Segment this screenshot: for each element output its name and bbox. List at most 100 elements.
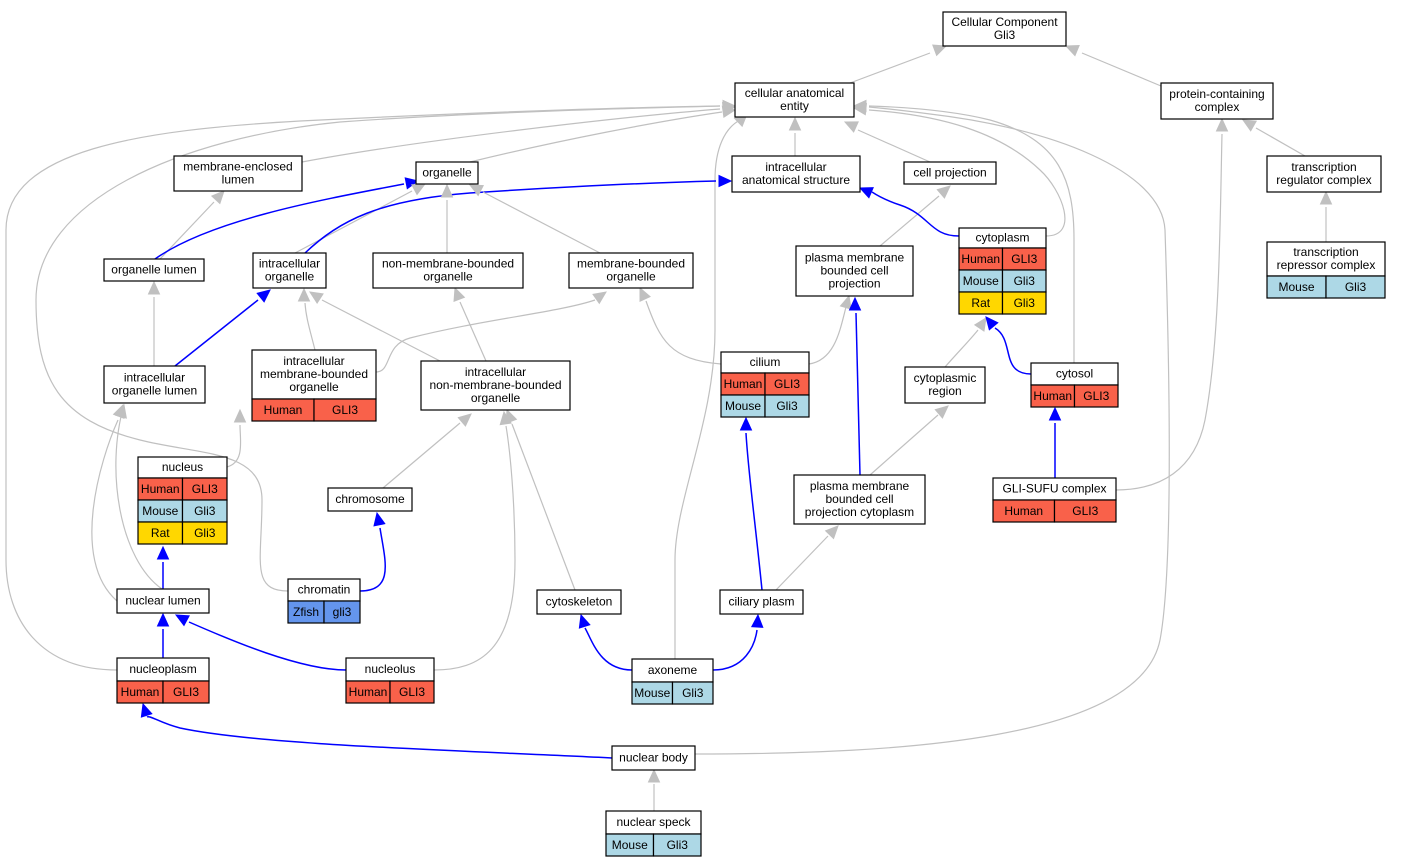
edge-line (849, 52, 931, 84)
node-inmbo[interactable]: intracellularnon-membrane-boundedorganel… (420, 360, 571, 411)
edge-nlumen-to-iol (114, 403, 163, 590)
edge-org-to-cae (469, 105, 737, 163)
edge-line (871, 191, 960, 237)
node-cytoskel[interactable]: cytoskeleton (536, 589, 622, 615)
edge-line (301, 108, 721, 163)
edge-ol-to-mel (159, 190, 225, 260)
edge-nucleoplasm-to-nlumen (156, 612, 170, 658)
edge-arrowhead-icon (843, 121, 859, 133)
edge-line (745, 432, 763, 591)
edge-imbo-to-mbo (375, 291, 607, 373)
node-title-box (372, 252, 524, 289)
edge-line (321, 299, 441, 362)
edge-trc-to-pcc (1241, 119, 1306, 157)
node-title-line: chromatin (298, 583, 351, 597)
node-ol[interactable]: organelle lumen (103, 258, 205, 282)
edge-arrowhead-icon (411, 183, 427, 196)
edge-line (775, 535, 829, 591)
node-chromosome[interactable]: chromosome (327, 487, 413, 512)
node-title-line: nucleus (162, 460, 203, 474)
node-title-line: GLI-SUFU complex (1002, 482, 1106, 496)
edge-arrowhead-icon (1319, 190, 1333, 205)
edge-arrowhead-icon (114, 403, 127, 419)
edge-arrowhead-icon (750, 613, 764, 628)
edge-arrowhead-icon (140, 702, 153, 718)
node-cproj[interactable]: cell projection (903, 161, 997, 185)
edge-glisufu-to-cytosol (1048, 406, 1062, 478)
edge-arrowhead-icon (934, 405, 949, 419)
node-title-line: organelle (423, 270, 473, 284)
edge-arrowhead-icon (718, 174, 733, 188)
edge-nmbo-to-org (440, 183, 454, 253)
node-title-box (327, 487, 413, 512)
species-label: Human (121, 685, 160, 699)
edge-nucleus-to-imbo (226, 408, 247, 468)
edge-cilium-to-pmbcp (808, 294, 852, 365)
node-title-box (173, 155, 303, 192)
node-title-line: anatomical structure (742, 173, 850, 187)
node-title-line: entity (780, 99, 809, 113)
edge-arrowhead-icon (788, 116, 802, 131)
edge-arrowhead-icon (233, 408, 247, 423)
gene-cell (1053, 499, 1117, 523)
species-label: Rat (151, 526, 170, 540)
edge-line (857, 129, 931, 163)
node-title-line: nucleoplasm (129, 662, 196, 676)
edge-cae-to-cc (849, 44, 948, 84)
edge-line (855, 312, 861, 476)
node-org[interactable]: organelle (415, 161, 479, 185)
edge-line (868, 105, 1075, 363)
node-title-box (536, 589, 622, 615)
edge-ias-to-cae (788, 116, 802, 156)
node-title-line: region (928, 384, 961, 398)
gene-cell (652, 833, 702, 857)
node-title-line: projection (828, 277, 880, 291)
node-title-line: membrane-bounded (577, 257, 685, 271)
node-imbo[interactable]: intracellularmembrane-boundedorganelleHu… (251, 349, 377, 422)
species-label: Mouse (963, 274, 999, 288)
edge-arrowhead-icon (256, 289, 271, 303)
node-title-box (942, 11, 1067, 47)
edge-iol-to-io (174, 289, 271, 367)
edge-arrowhead-icon (858, 187, 874, 199)
node-title-line: chromosome (335, 492, 405, 506)
node-title-box (568, 252, 694, 289)
edge-line (482, 191, 601, 254)
node-nbody[interactable]: nuclear body (611, 745, 696, 771)
node-title-line: nucleolus (365, 662, 416, 676)
node-cplasm[interactable]: ciliary plasm (719, 589, 804, 615)
gene-label: GLI3 (1011, 252, 1037, 266)
node-title-line: organelle (422, 166, 472, 180)
edge-arrowhead-icon (1241, 119, 1258, 132)
node-title-line: nuclear body (619, 751, 688, 765)
node-nlumen[interactable]: nuclear lumen (116, 588, 210, 614)
edge-glisufu-to-pcc (1115, 117, 1229, 491)
gene-cell (389, 680, 435, 704)
edge-arrowhead-icon (1215, 117, 1229, 132)
gene-label: GLI3 (173, 685, 199, 699)
